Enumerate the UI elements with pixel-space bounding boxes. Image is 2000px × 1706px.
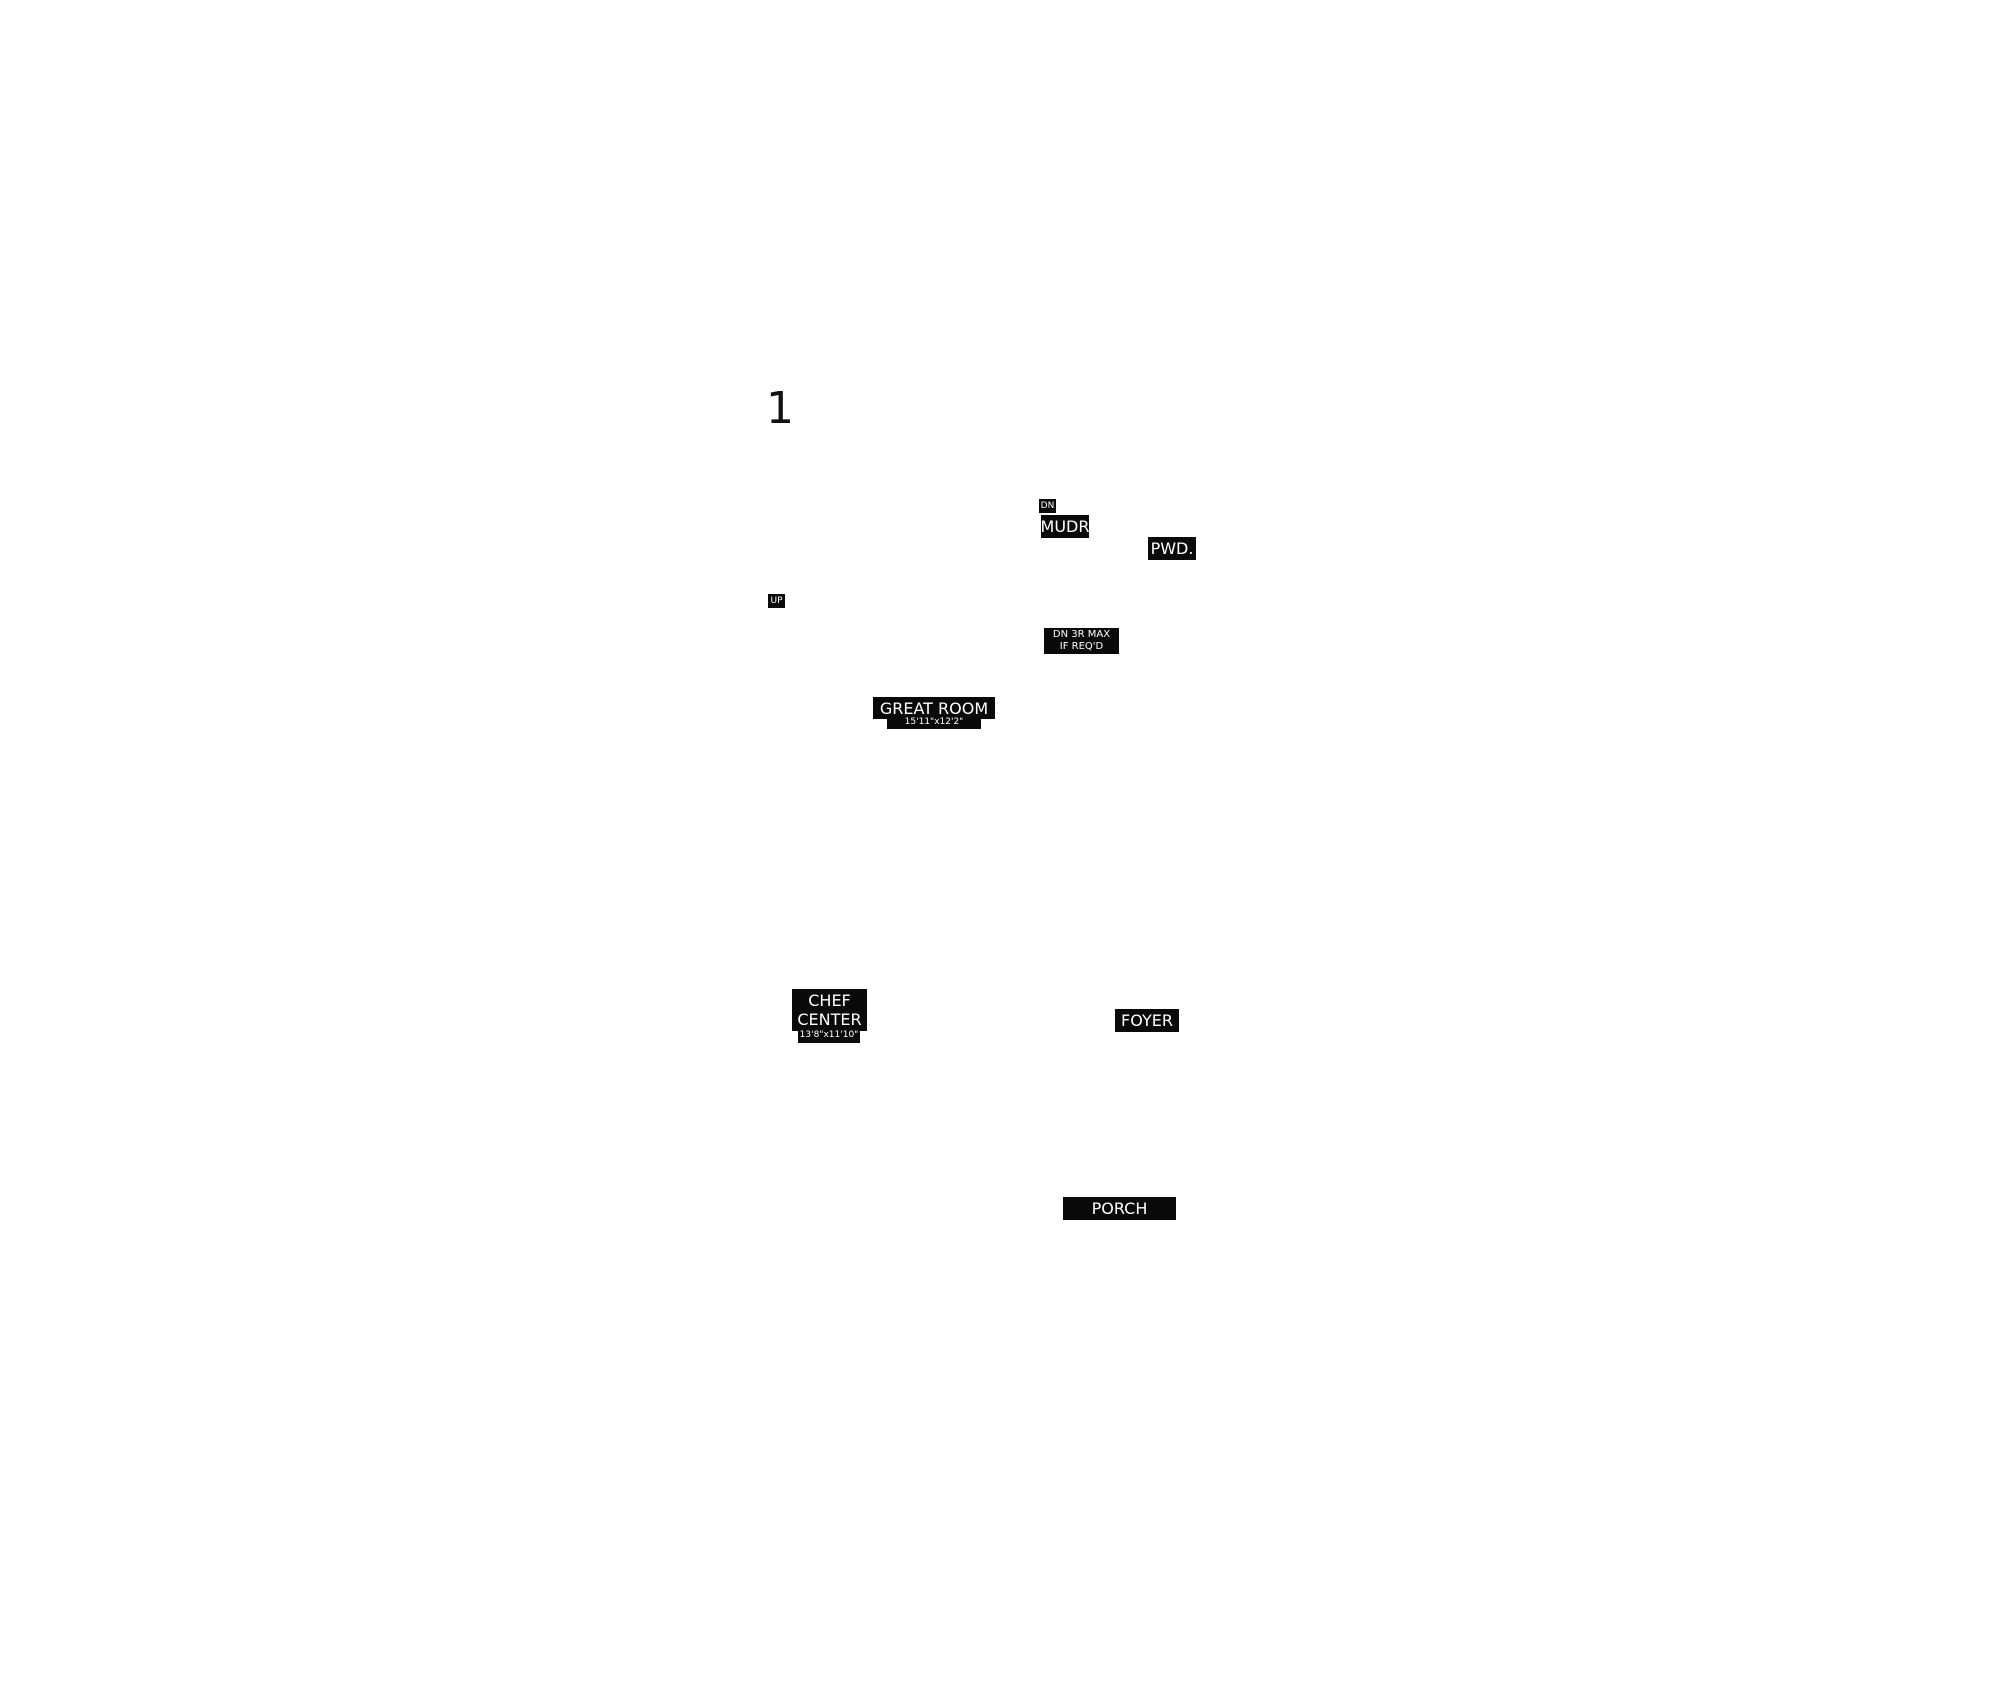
label-dn-text: DN	[1040, 500, 1055, 511]
label-foyer: FOYER	[1115, 1009, 1179, 1032]
label-great-room-dims: 15'11"x12'2"	[887, 716, 981, 729]
label-stair-note: DN 3R MAX IF REQ'D	[1044, 628, 1119, 654]
label-great-room-text: GREAT ROOM	[879, 698, 989, 718]
plan-number: 1	[766, 383, 794, 434]
label-mudroom: MUDR	[1041, 515, 1089, 538]
label-foyer-text: FOYER	[1121, 1011, 1173, 1030]
label-chef-center-line1: CHEF	[808, 991, 851, 1010]
label-powder-text: PWD.	[1150, 539, 1194, 558]
label-porch: PORCH	[1063, 1197, 1176, 1220]
label-up: UP	[768, 594, 785, 608]
label-great-room: GREAT ROOM	[873, 697, 995, 719]
label-up-text: UP	[770, 595, 783, 606]
label-powder: PWD.	[1148, 537, 1196, 560]
label-stair-note-line1: DN 3R MAX	[1052, 629, 1111, 640]
label-stair-note-line2: IF REQ'D	[1059, 641, 1104, 652]
label-mudroom-text: MUDR	[1041, 517, 1089, 536]
label-porch-text: PORCH	[1091, 1199, 1148, 1218]
label-dn: DN	[1039, 499, 1056, 513]
label-chef-center: CHEF CENTER	[792, 989, 867, 1031]
label-chef-center-line2: CENTER	[797, 1010, 862, 1029]
label-chef-center-dims: 13'8"x11'10"	[798, 1029, 860, 1043]
